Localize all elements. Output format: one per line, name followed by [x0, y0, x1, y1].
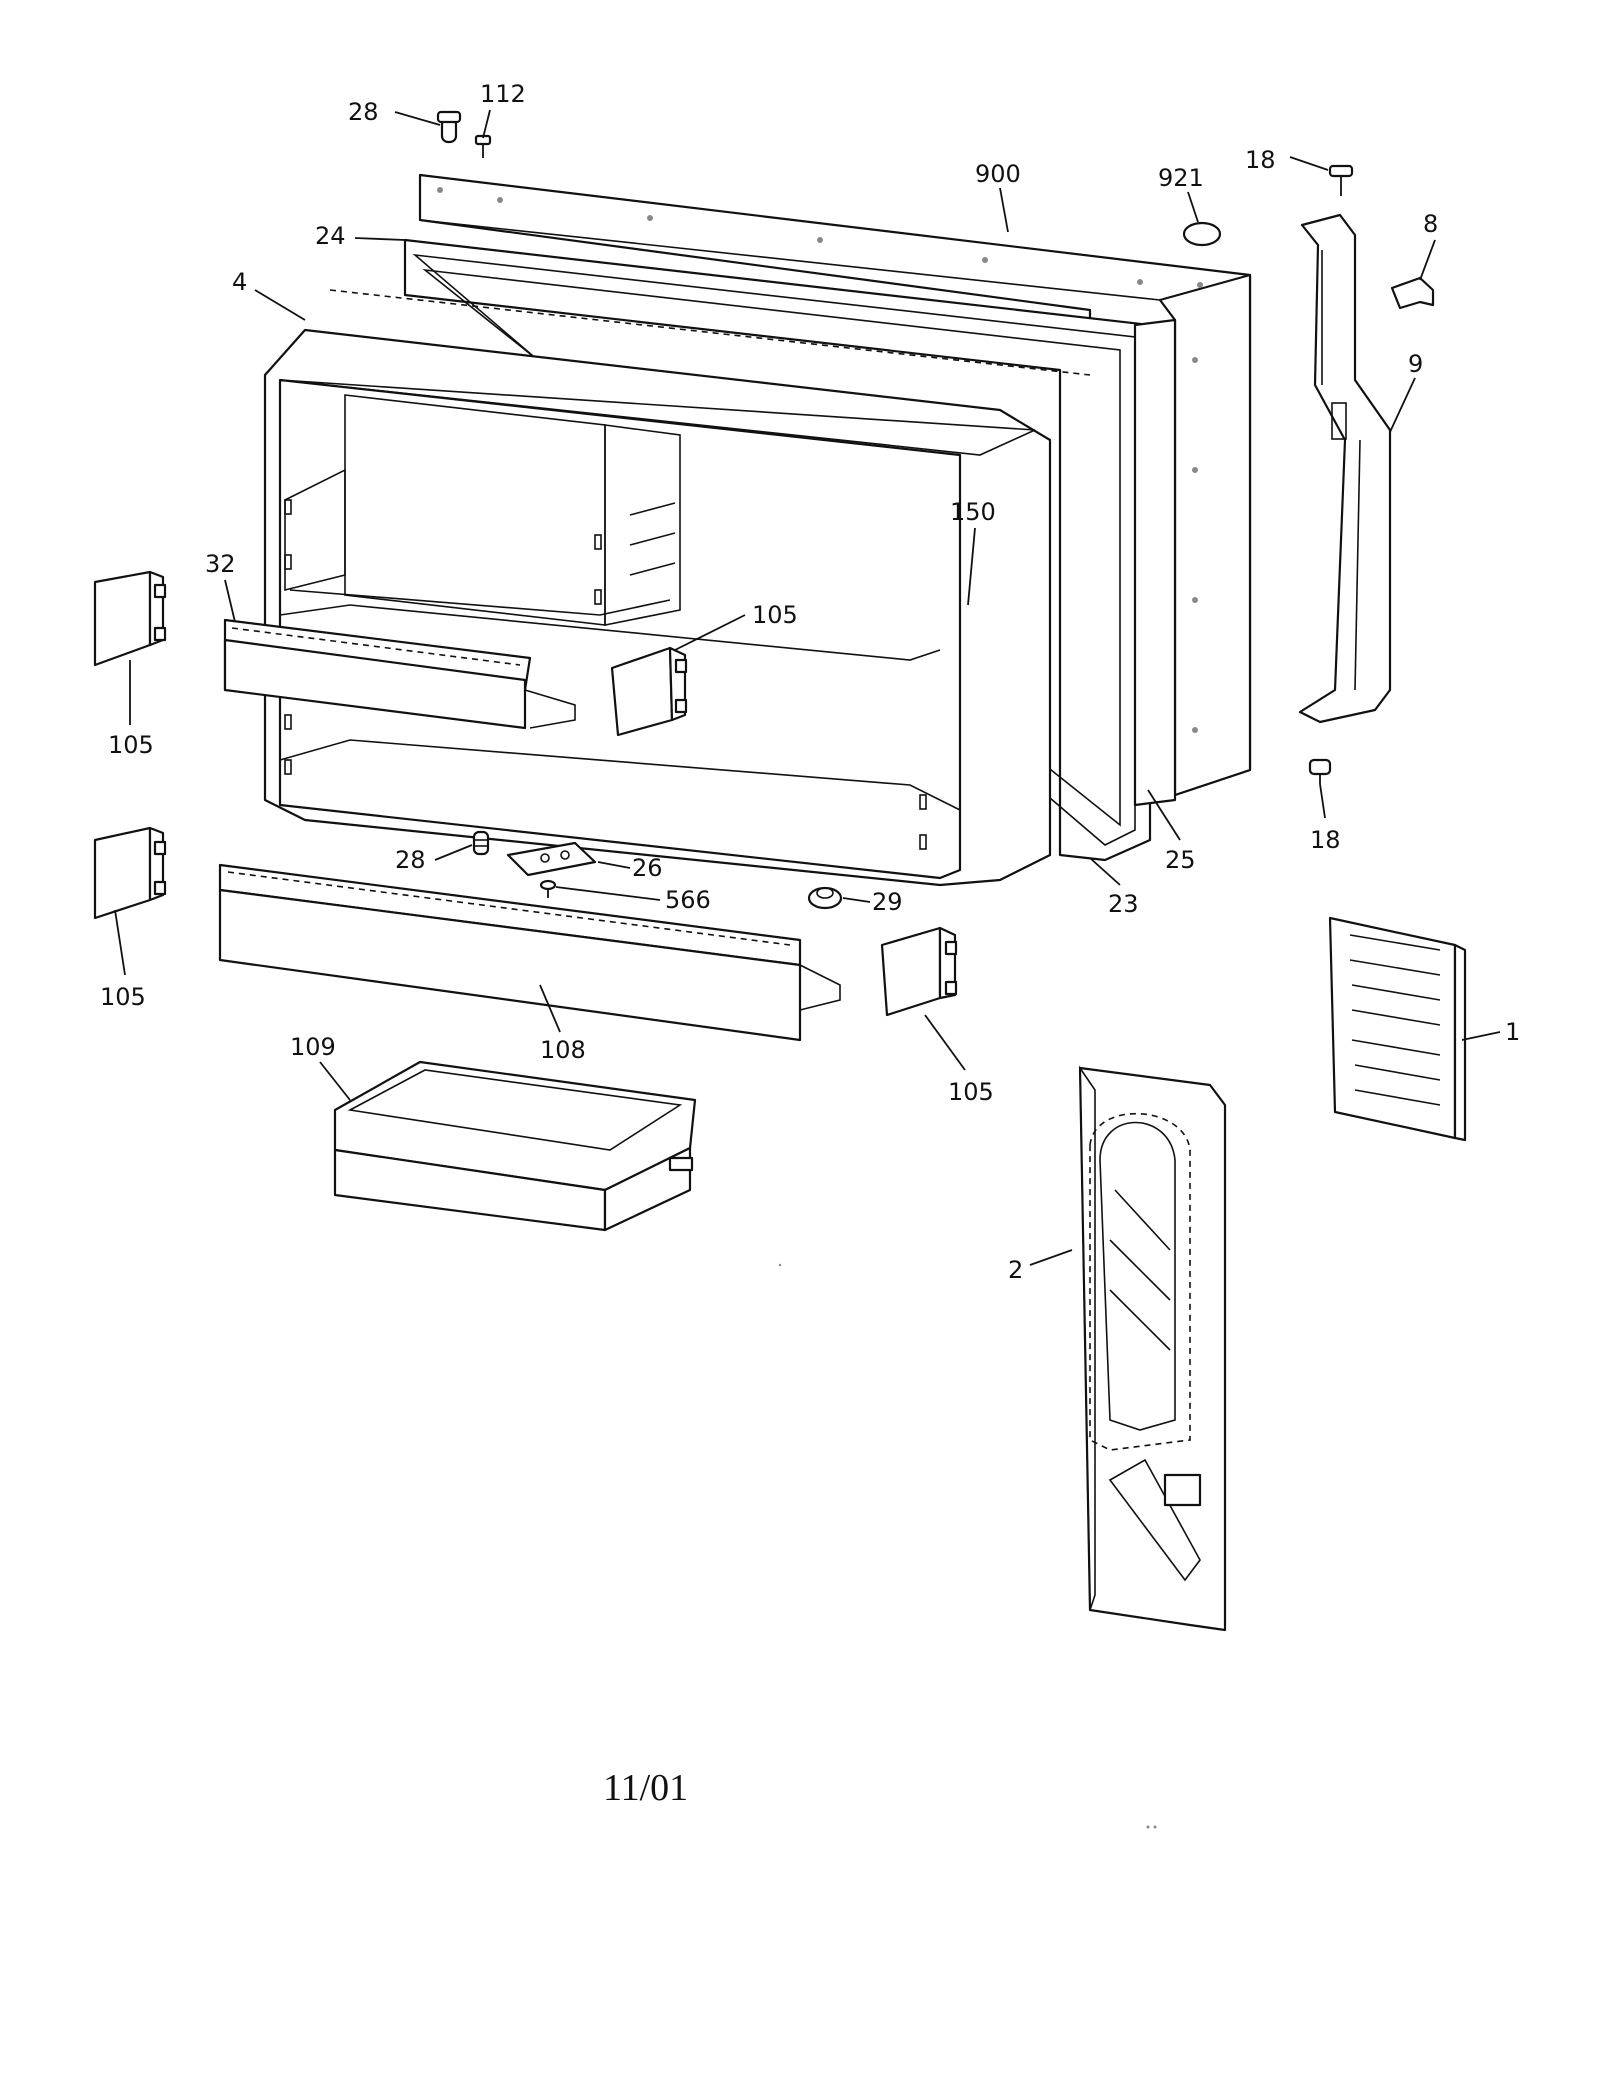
callout-28-top: 28: [348, 98, 379, 126]
shelf-bracket-105-a: [93, 570, 167, 667]
callout-8: 8: [1423, 210, 1438, 238]
leader-28-top: [394, 111, 441, 126]
hinge-pin-top: [436, 110, 462, 144]
leader-105-b: [674, 614, 746, 651]
leader-105-d: [924, 1014, 966, 1071]
hinge-plate-26: [506, 841, 597, 877]
use-and-care-manual-1: [1328, 916, 1467, 1142]
bushing-29: [807, 886, 843, 910]
leader-29: [842, 897, 871, 903]
callout-28-mid: 28: [395, 846, 426, 874]
leader-9: [1389, 377, 1416, 433]
callout-566: 566: [665, 886, 711, 914]
callout-921: 921: [1158, 164, 1204, 192]
leader-32: [224, 579, 236, 623]
callout-labels: 28 112 900 921 18 8 24 4 9 150 32 105 10…: [100, 80, 1520, 1284]
breaker-strip: [1133, 318, 1177, 807]
callout-4: 4: [232, 268, 247, 296]
callout-9: 9: [1408, 350, 1423, 378]
leader-4: [254, 289, 306, 321]
leader-2: [1029, 1249, 1073, 1266]
leader-109: [319, 1061, 351, 1101]
leader-24: [354, 237, 406, 241]
leader-28-mid: [434, 844, 473, 861]
leader-18-bottom: [1319, 783, 1326, 819]
leader-900: [999, 187, 1009, 233]
callout-23: 23: [1108, 890, 1139, 918]
leader-566: [555, 886, 661, 901]
callout-18-top: 18: [1245, 146, 1276, 174]
callout-112: 112: [480, 80, 526, 108]
leader-23: [1089, 857, 1121, 886]
callout-24: 24: [315, 222, 346, 250]
door-panel-assembly-2: [1078, 1065, 1227, 1632]
shelf-bracket-105-d: [880, 926, 958, 1017]
leader-108: [539, 984, 561, 1033]
callout-105-a: 105: [108, 731, 154, 759]
callout-108: 108: [540, 1036, 586, 1064]
shelf-bracket-105-b: [610, 646, 688, 737]
callout-105-d: 105: [948, 1078, 994, 1106]
callout-150: 150: [950, 498, 996, 526]
leader-150: [967, 527, 976, 606]
shelf-bracket-105-c: [93, 826, 167, 920]
footer-date-code: 11/01: [603, 1767, 688, 1809]
screw-112: [474, 134, 492, 158]
leader-25: [1147, 789, 1181, 841]
handle-end-cap-8: [1390, 276, 1435, 310]
leader-18-top: [1289, 156, 1329, 171]
leader-26: [597, 861, 631, 869]
screw-18-bottom: [1308, 758, 1332, 784]
hinge-pin-mid: [472, 830, 490, 856]
door-bin-109: [333, 1060, 697, 1232]
leader-921: [1187, 191, 1199, 223]
callout-29: 29: [872, 888, 903, 916]
door-handle: [1298, 213, 1392, 724]
screw-18-top: [1328, 164, 1354, 196]
leader-8: [1419, 239, 1436, 281]
callout-18-bottom: 18: [1310, 826, 1341, 854]
callout-26: 26: [632, 854, 663, 882]
callout-109: 109: [290, 1033, 336, 1061]
callout-2: 2: [1008, 1256, 1023, 1284]
callout-32: 32: [205, 550, 236, 578]
callout-900: 900: [975, 160, 1021, 188]
leader-112: [482, 109, 491, 139]
callout-1: 1: [1505, 1018, 1520, 1046]
callout-105-c: 105: [100, 983, 146, 1011]
door-liner: [263, 328, 1052, 887]
callout-25: 25: [1165, 846, 1196, 874]
callout-105-b: 105: [752, 601, 798, 629]
leader-105-c: [114, 909, 126, 976]
leader-1: [1461, 1031, 1501, 1041]
door-shelf-32: [223, 618, 576, 730]
door-shelf-108: [218, 863, 841, 1042]
screw-566: [539, 879, 557, 898]
plug-921: [1182, 221, 1222, 247]
